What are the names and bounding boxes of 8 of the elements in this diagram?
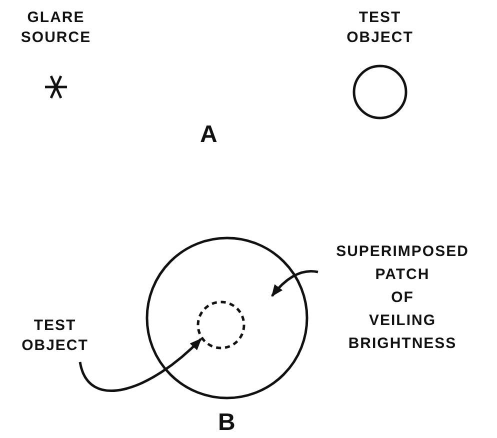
leader-arrow (78, 338, 202, 392)
callout-text: SUPERIMPOSED PATCH OF VEILING BRIGHTNESS (308, 240, 497, 355)
object-label: GLARE SOURCE (20, 8, 92, 48)
object-label: TEST OBJECT (346, 8, 414, 48)
panel-label: A (200, 122, 218, 148)
panel-label: B (218, 410, 236, 436)
callout-text: TEST OBJECT (10, 316, 100, 356)
leader-arrow (271, 270, 318, 297)
